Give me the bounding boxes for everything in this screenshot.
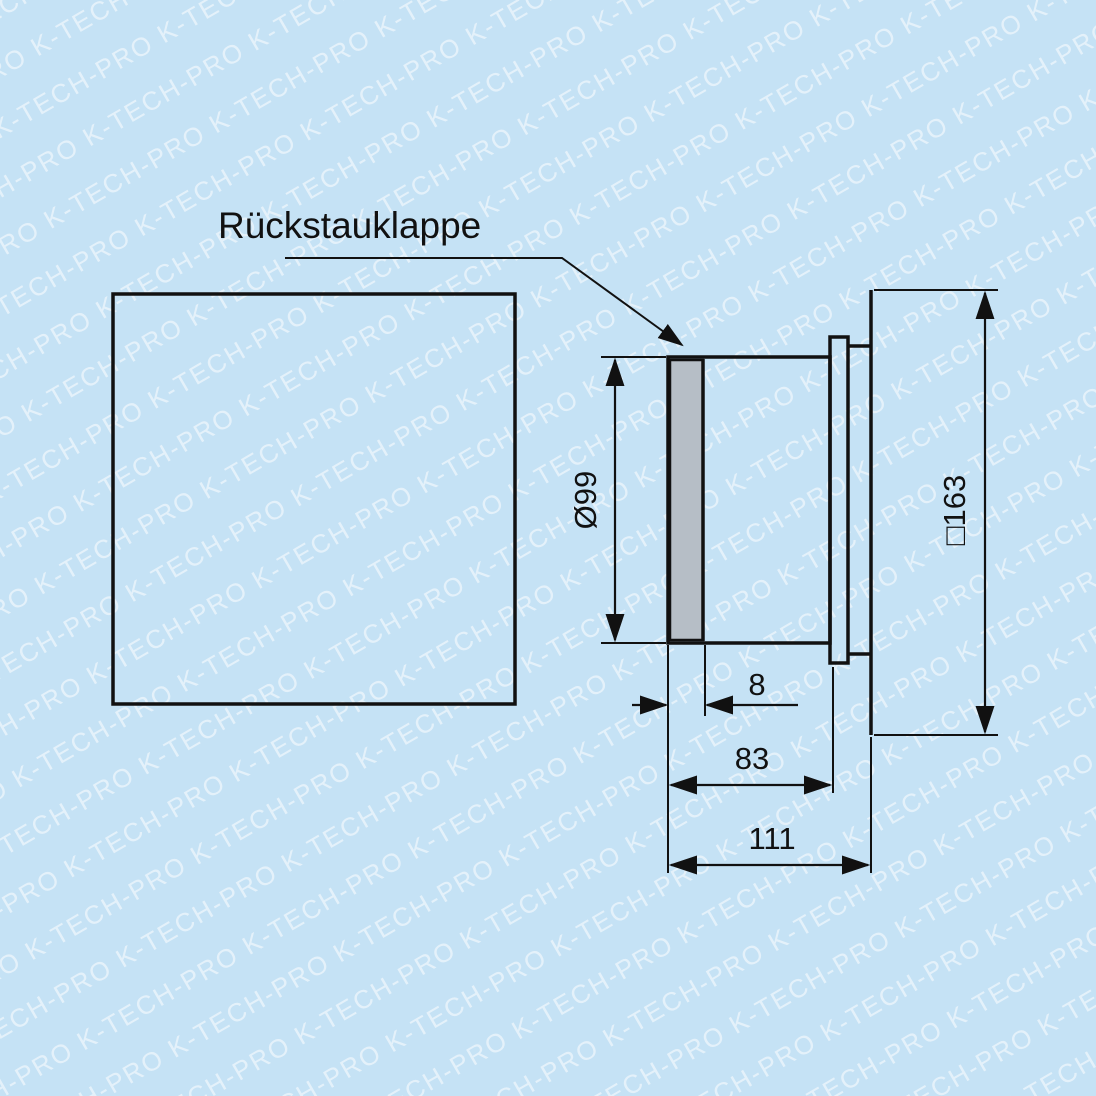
front-view bbox=[111, 292, 517, 706]
leader-line bbox=[285, 257, 684, 347]
dim-flap-thickness-label: 8 bbox=[748, 667, 765, 702]
dim-diameter: Ø99 bbox=[568, 356, 666, 644]
flange bbox=[828, 335, 850, 665]
dim-square: □163 bbox=[874, 289, 998, 736]
backdraft-flap bbox=[668, 358, 705, 642]
front-view-outline bbox=[111, 292, 517, 706]
dim-diameter-label: Ø99 bbox=[568, 471, 603, 530]
dim-flap-thickness: 8 bbox=[632, 645, 798, 873]
flap-label: Rückstauklappe bbox=[218, 205, 481, 246]
dim-square-label: □163 bbox=[937, 475, 972, 545]
dim-duct-length-label: 83 bbox=[735, 741, 769, 776]
dim-total-depth-label: 111 bbox=[748, 821, 795, 856]
flap-callout: Rückstauklappe bbox=[218, 205, 684, 347]
side-view bbox=[666, 290, 873, 735]
dim-duct-length: 83 bbox=[668, 667, 834, 795]
dim-total-depth: 111 bbox=[668, 737, 872, 875]
